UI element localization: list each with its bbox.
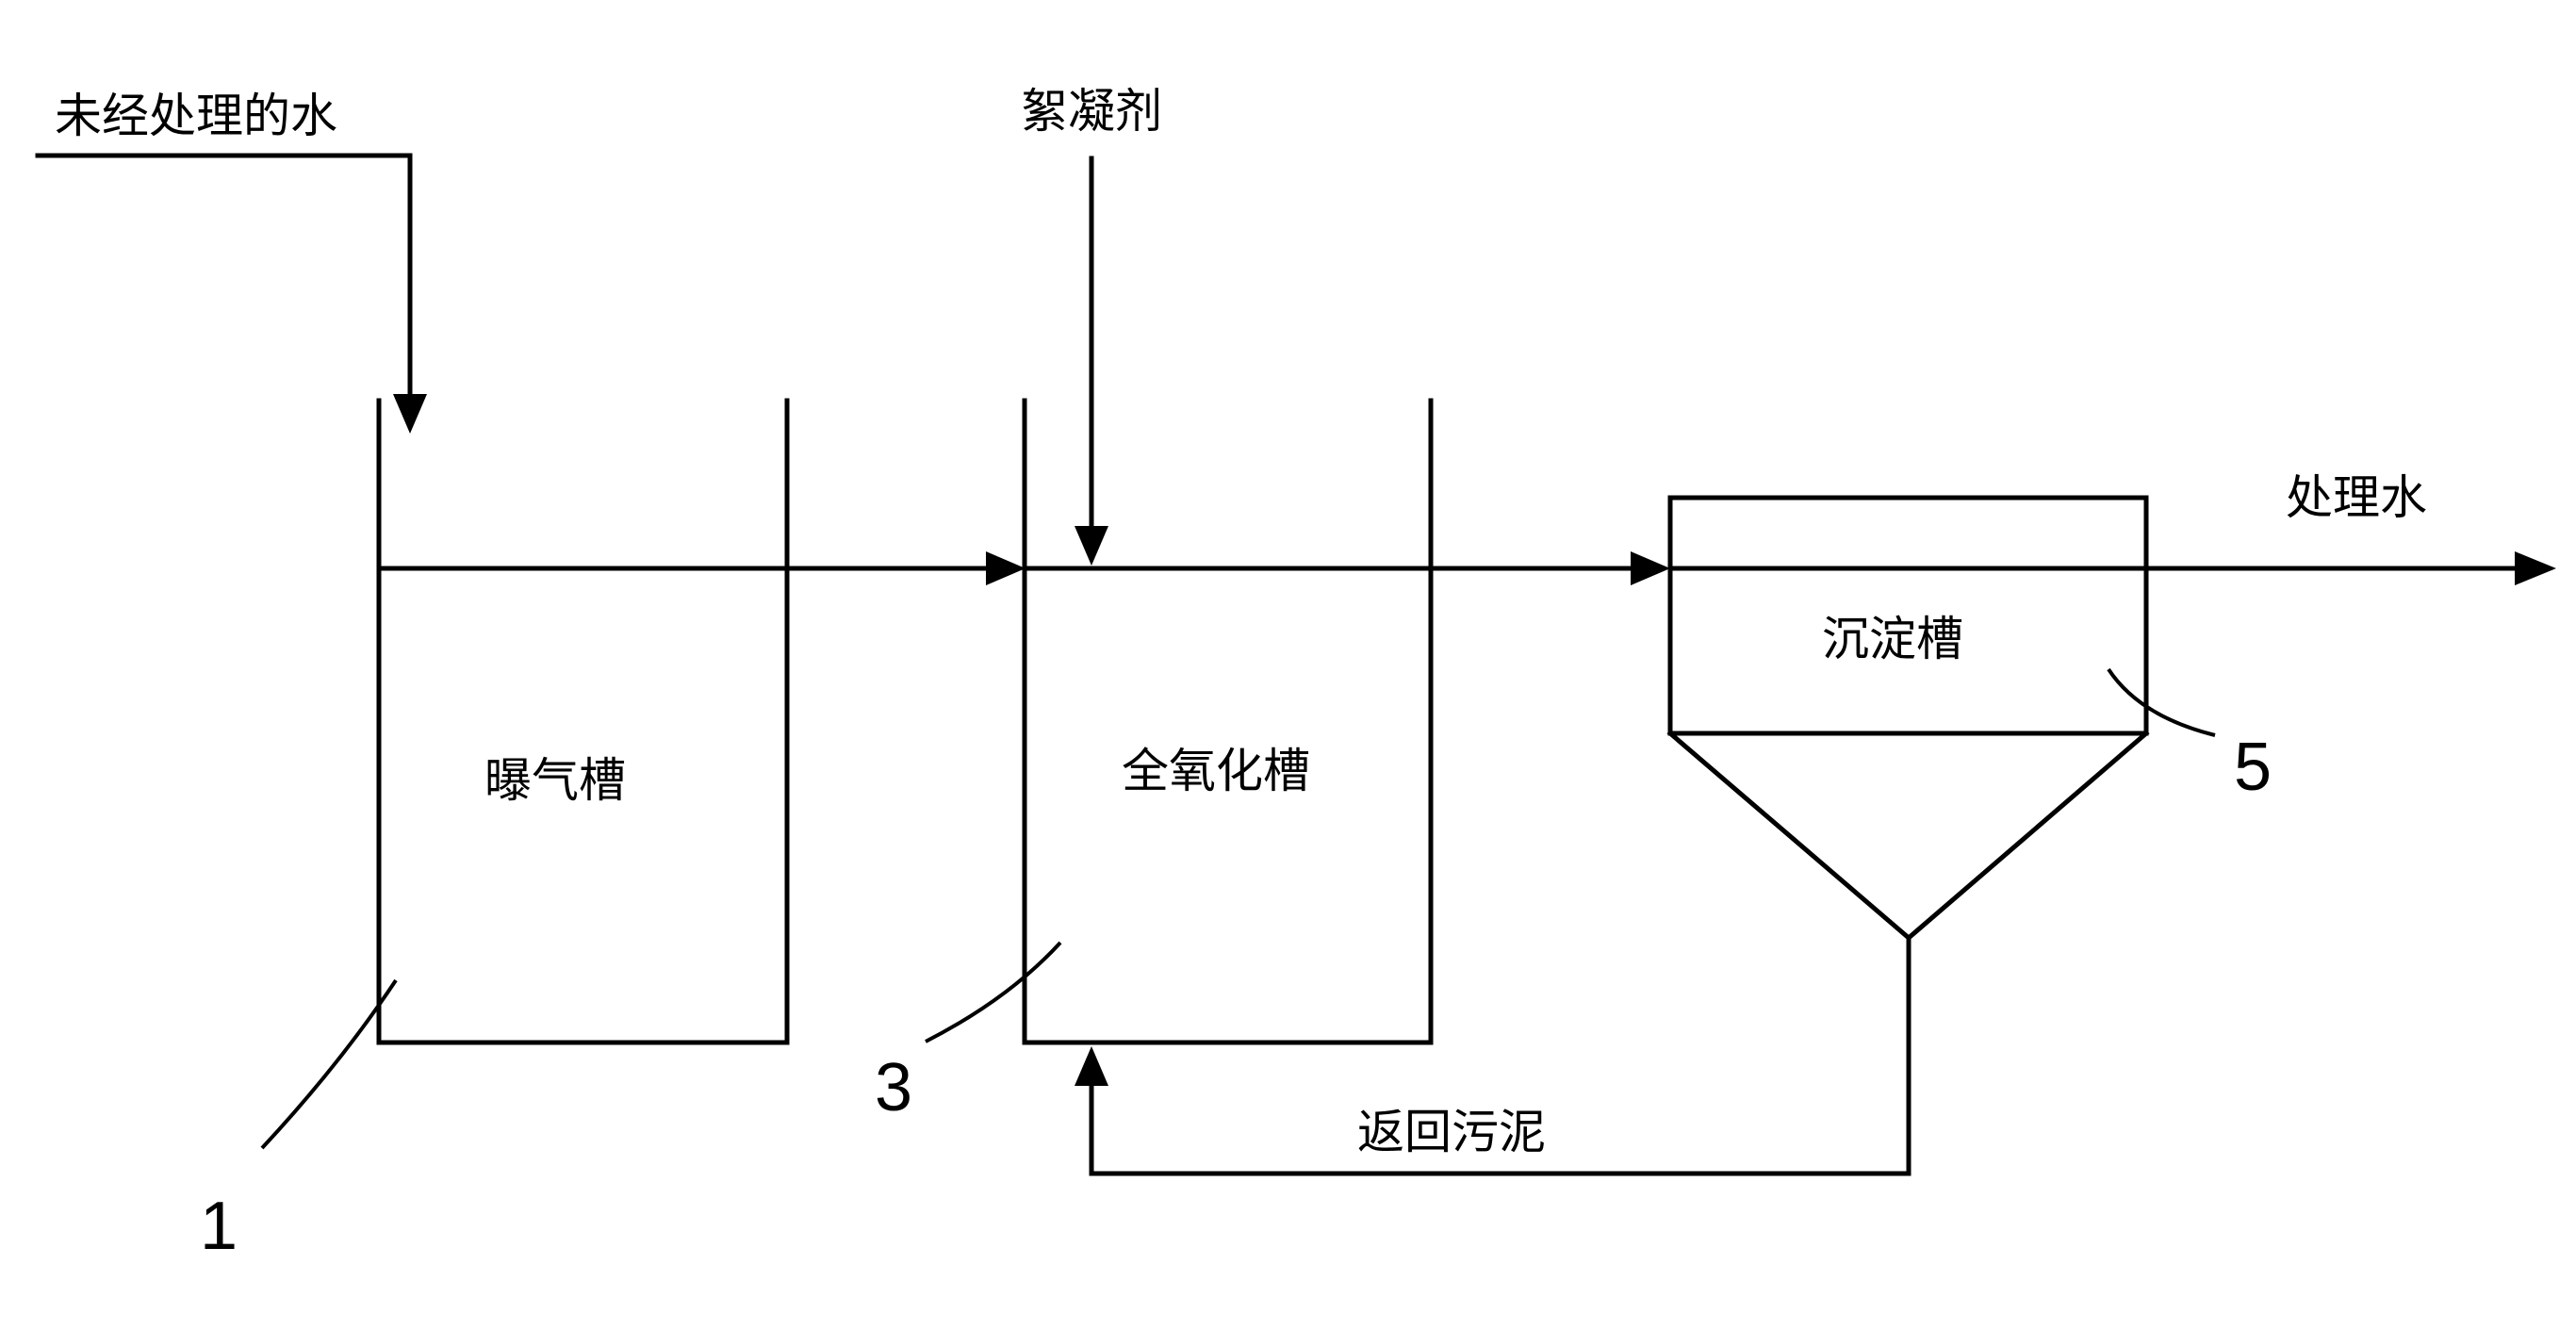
leader-line-3	[925, 941, 1062, 1043]
aeration-tank	[376, 398, 790, 1045]
flow-arrowhead-to-settling	[1631, 551, 1670, 585]
flocculant-label: 絮凝剂	[1021, 84, 1162, 139]
leader-line-1	[260, 978, 398, 1150]
untreated-water-inlet	[35, 153, 427, 434]
main-flow-line	[376, 551, 2556, 585]
flocculant-arrowhead	[1075, 526, 1108, 566]
flocculant-inlet	[1075, 156, 1108, 566]
return-sludge-line	[1075, 935, 1911, 1176]
reference-numeral-5: 5	[2234, 730, 2272, 805]
inlet-arrowhead	[393, 394, 427, 434]
return-sludge-label: 返回污泥	[1357, 1105, 1546, 1159]
reference-numeral-1: 1	[200, 1189, 238, 1264]
flow-arrowhead-to-oxidation	[986, 551, 1025, 585]
aeration-tank-label: 曝气槽	[484, 753, 626, 808]
reference-numeral-3: 3	[875, 1050, 912, 1125]
treated-water-label: 处理水	[2286, 470, 2427, 525]
settling-tank-label: 沉淀槽	[1822, 612, 1963, 666]
full-oxidation-tank	[1022, 398, 1434, 1045]
return-sludge-arrowhead	[1075, 1046, 1108, 1086]
leader-line-5	[2107, 667, 2216, 737]
flow-arrowhead-outlet	[2515, 551, 2556, 585]
full-oxidation-tank-label: 全氧化槽	[1122, 744, 1310, 798]
untreated-water-label: 未经处理的水	[55, 89, 337, 143]
settling-tank	[1666, 495, 2150, 942]
